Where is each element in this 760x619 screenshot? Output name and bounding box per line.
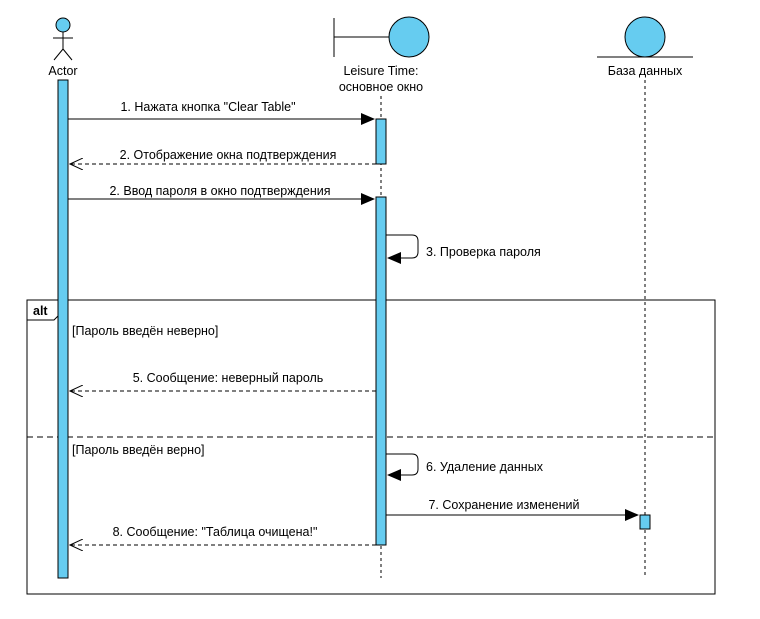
message-2-label: 2. Отображение окна подтверждения xyxy=(120,148,337,162)
actor-name: Actor xyxy=(48,64,77,78)
message-3-label: 2. Ввод пароля в окно подтверждения xyxy=(109,184,330,198)
message-5-label: 5. Сообщение: неверный пароль xyxy=(133,371,324,385)
message-4-label: 3. Проверка пароля xyxy=(426,245,541,259)
message-8: 8. Сообщение: "Таблица очищена!" xyxy=(70,525,376,545)
entity-icon xyxy=(597,16,693,58)
boundary-activation-1 xyxy=(375,118,387,165)
message-1: 1. Нажата кнопка "Clear Table" xyxy=(68,100,375,125)
alt-operator-label: alt xyxy=(33,304,48,318)
alt-guard-1: [Пароль введён неверно] xyxy=(72,324,218,338)
boundary-icon xyxy=(333,16,430,58)
alt-guard-2: [Пароль введён верно] xyxy=(72,443,205,457)
boundary-name-line2: основное окно xyxy=(339,80,423,94)
message-6-label: 6. Удаление данных xyxy=(426,460,544,474)
alt-operator-tab xyxy=(26,299,61,321)
message-7: 7. Сохранение изменений xyxy=(386,498,639,521)
actor-activation xyxy=(57,79,69,579)
boundary-participant: Leisure Time: основное окно xyxy=(333,16,430,94)
alt-fragment: alt [Пароль введён неверно] [Пароль введ… xyxy=(26,299,716,595)
message-6-self: 6. Удаление данных xyxy=(386,453,544,481)
entity-participant: База данных xyxy=(597,16,693,78)
message-2: 2. Отображение окна подтверждения xyxy=(70,148,376,164)
message-7-label: 7. Сохранение изменений xyxy=(428,498,579,512)
message-8-label: 8. Сообщение: "Таблица очищена!" xyxy=(113,525,318,539)
actor-participant: Actor xyxy=(48,17,78,78)
boundary-activation-2 xyxy=(375,196,387,546)
boundary-name-line1: Leisure Time: xyxy=(343,64,418,78)
message-4-self: 3. Проверка пароля xyxy=(386,234,541,264)
message-3: 2. Ввод пароля в окно подтверждения xyxy=(68,184,375,205)
actor-stick-figure-icon xyxy=(53,17,73,61)
entity-name: База данных xyxy=(608,64,683,78)
entity-activation xyxy=(639,514,651,530)
message-1-label: 1. Нажата кнопка "Clear Table" xyxy=(120,100,295,114)
message-5: 5. Сообщение: неверный пароль xyxy=(70,371,376,391)
